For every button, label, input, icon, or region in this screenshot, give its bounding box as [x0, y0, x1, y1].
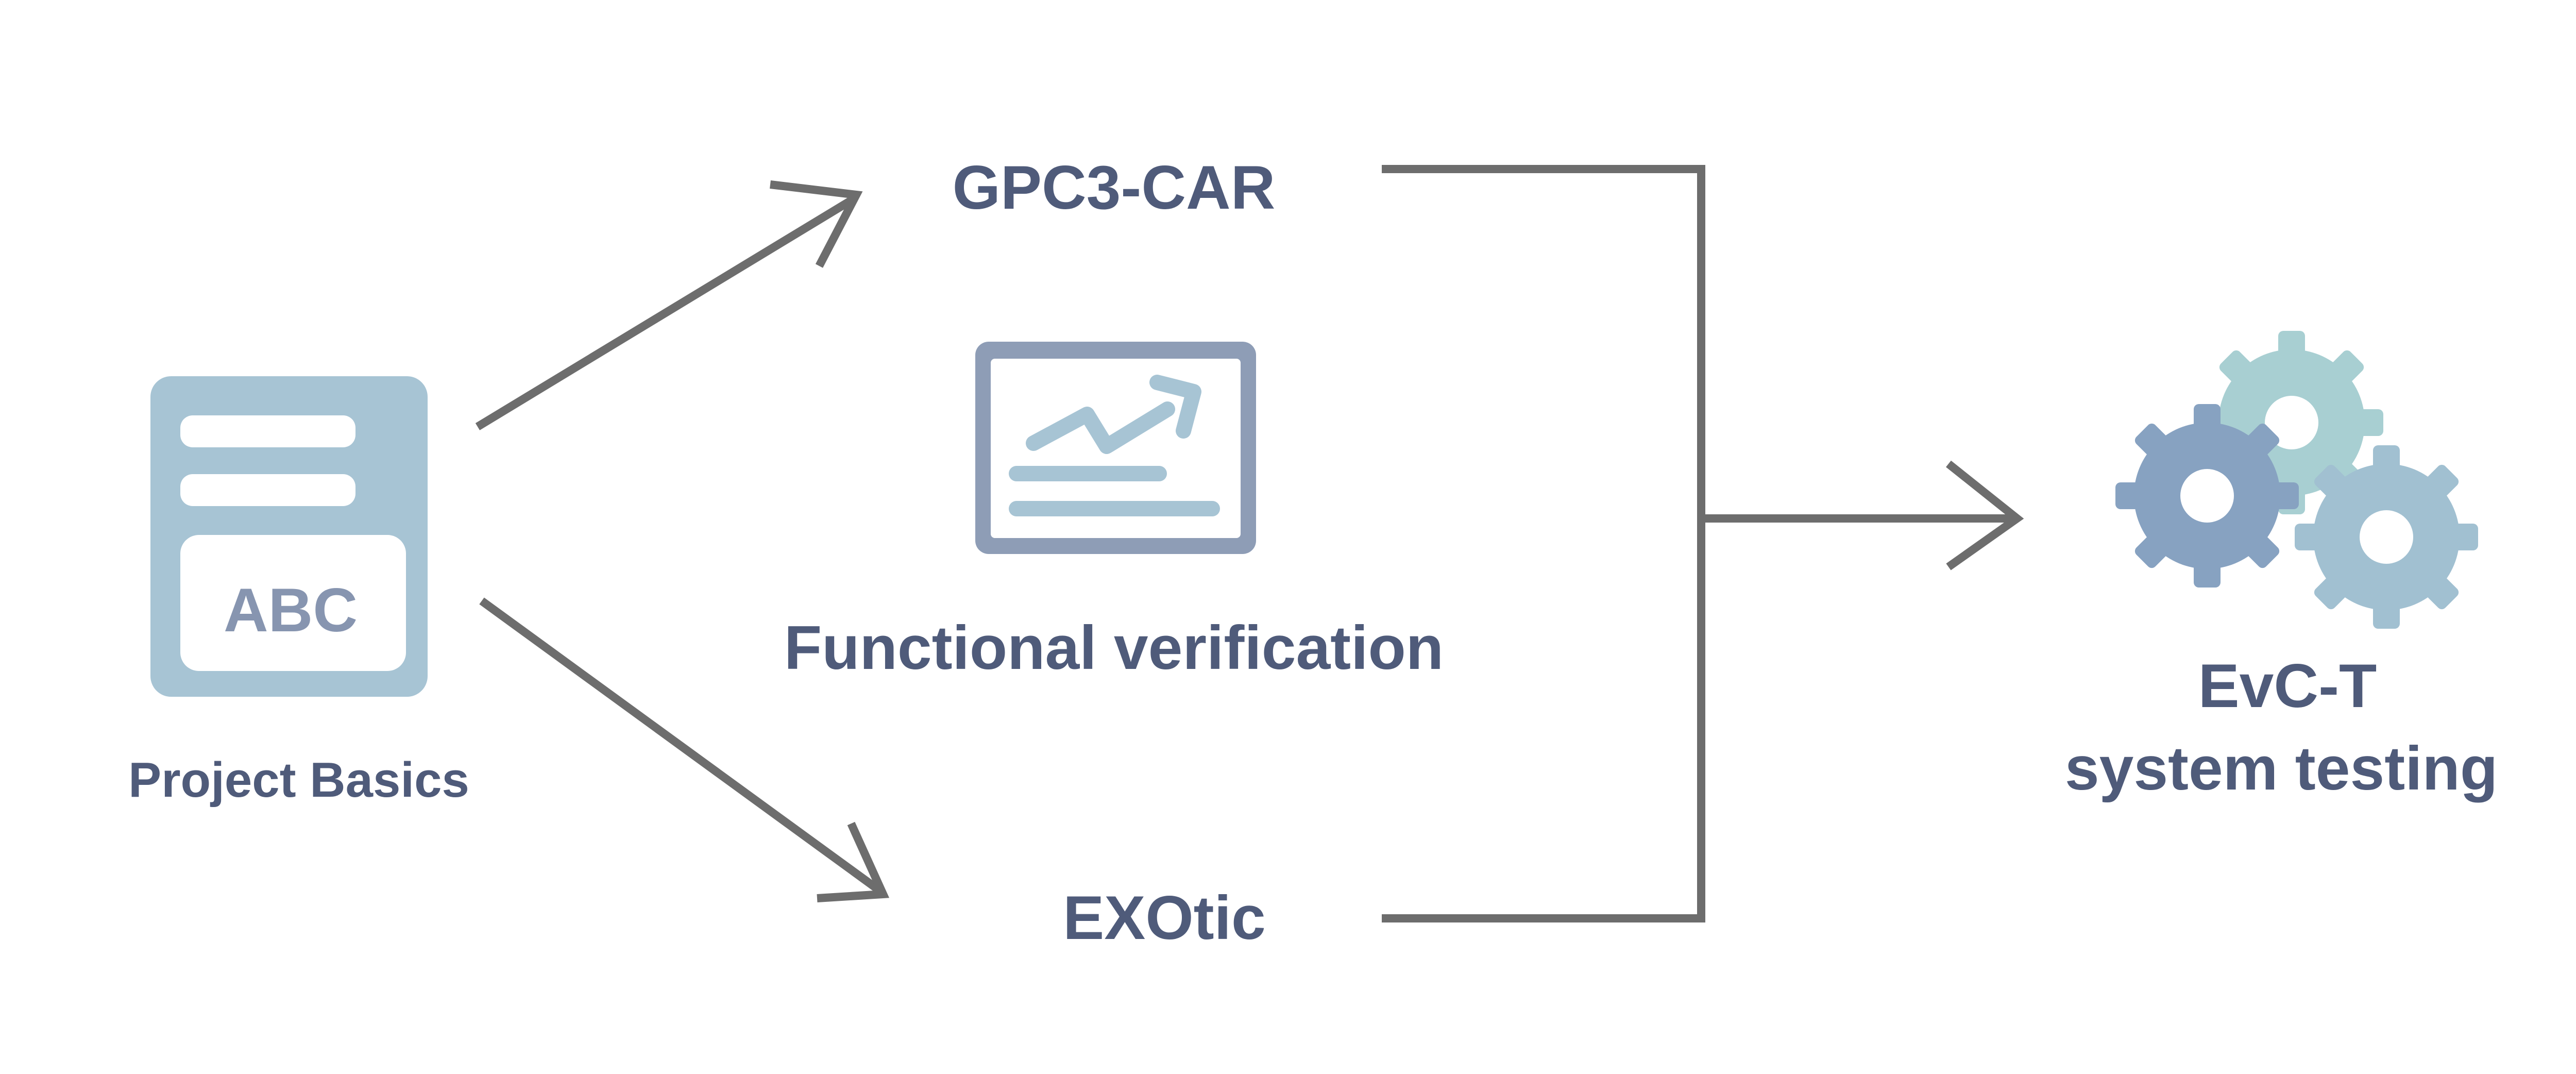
node-label-gpc3-car: GPC3-CAR — [953, 153, 1276, 222]
gears-icon — [2115, 331, 2478, 629]
chart-board-icon — [975, 342, 1256, 554]
gear-blue-icon — [2115, 404, 2299, 588]
document-icon: ABC — [150, 376, 428, 697]
merge-bracket — [1382, 165, 1705, 922]
arrow-to-gpc3-car — [475, 180, 863, 430]
arrow-to-evc-t — [1701, 460, 2024, 570]
arrow-to-exotic — [479, 597, 890, 902]
gear-light-icon — [2295, 445, 2478, 629]
node-label-evc-t: EvC-T — [2198, 651, 2377, 720]
document-icon-text: ABC — [224, 576, 358, 645]
node-label-exotic: EXOtic — [1063, 883, 1265, 952]
node-label-system-testing: system testing — [2065, 734, 2498, 803]
node-label-functional-verification: Functional verification — [784, 613, 1444, 682]
node-label-project-basics: Project Basics — [128, 752, 469, 808]
